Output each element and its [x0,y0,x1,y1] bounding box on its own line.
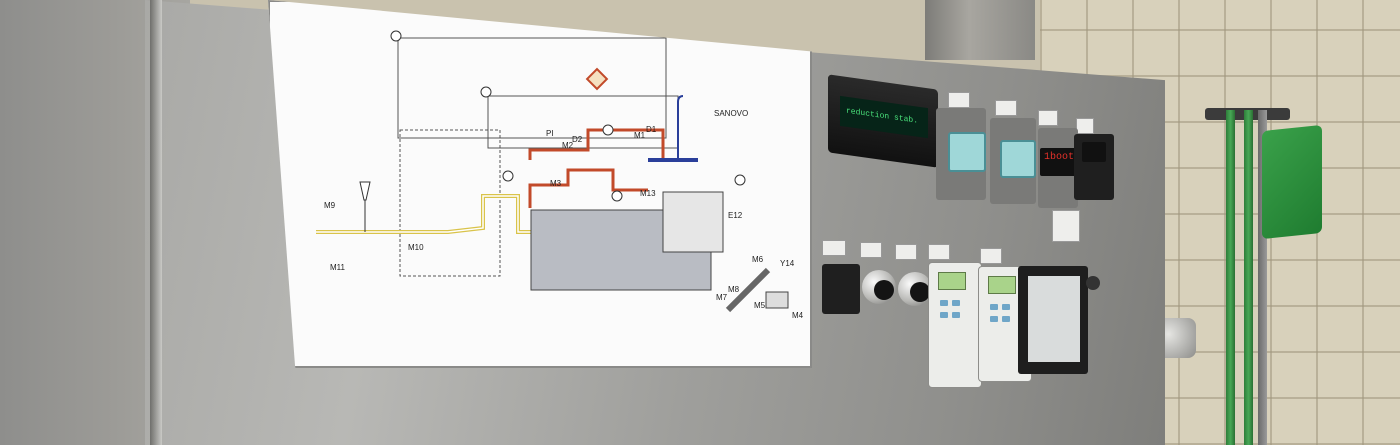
broom-handle [1226,110,1235,445]
controller-key[interactable] [952,312,960,318]
label-plate [928,244,950,260]
broom-handle [1258,110,1267,445]
overhead-pipe [925,0,1035,60]
diagram-label: Y14 [780,259,795,268]
indicator-screen [1000,140,1036,178]
label-plate [1076,118,1094,134]
instrument-symbol [480,86,492,98]
controller-screen [938,272,966,290]
brand-text: SANOVO [714,109,748,118]
broom-handle [1244,110,1253,445]
diagram-label: M11 [330,263,346,272]
diagram-label: D2 [572,135,583,144]
diagram-label: D1 [646,125,657,134]
diagram-frame [397,37,667,139]
diagram-label: M13 [640,189,656,198]
instrument-symbol [611,190,623,202]
diagram-label: M8 [728,285,740,294]
controller-key[interactable] [1002,316,1010,322]
knob-cap [910,282,930,302]
label-plate [860,242,882,258]
controller-key[interactable] [952,300,960,306]
info-plate [1052,210,1080,242]
diagram-label: M2 [562,141,574,150]
diagram-label: PI [546,129,554,138]
label-plate [995,100,1017,116]
controller-key[interactable] [1002,304,1010,310]
instrument-symbol [390,30,402,42]
filter-unit [662,191,724,253]
indicator-screen [948,132,986,172]
label-plate [822,240,846,256]
label-plate [980,248,1002,264]
controller-key[interactable] [940,312,948,318]
heating-line [528,168,648,208]
instrument-symbol [502,170,514,182]
instrument-symbol [602,124,614,136]
conveyor [725,267,771,313]
diagram-frame [487,95,679,149]
diagram-label: M1 [634,131,646,140]
knob-cap [874,280,894,300]
temperature-display: 1boot [1040,148,1078,176]
product-line [316,194,536,234]
controller-readout [1082,142,1106,162]
hopper [765,291,789,309]
feed-funnel [359,181,371,201]
diagram-label: M10 [408,243,424,252]
diagram-label: M4 [792,311,804,320]
diagram-label: E12 [728,211,743,220]
diagram-label: M6 [752,255,764,264]
instrument-symbol [734,174,746,186]
label-plate [948,92,970,108]
diagram-label: M9 [324,201,336,210]
label-plate [895,244,917,260]
diagram-label: M3 [550,179,562,188]
damper-symbol [585,67,609,91]
diagram-drawing: SANOVO M9M10M11M1M2M3M13D1D2PIE12M4M5M6M… [316,30,804,320]
push-button[interactable] [1086,276,1100,290]
diagram-label: M7 [716,293,728,302]
product-line-core [316,195,536,233]
label-plate [1038,110,1058,126]
controller-key[interactable] [990,304,998,310]
coolant-line [677,95,684,160]
cabinet-edge [150,0,162,445]
recorder-window [1028,276,1080,362]
dustpan-brush [1262,124,1322,240]
controller-key[interactable] [990,316,998,322]
dashed-box [399,129,501,277]
diagram-label: M5 [754,301,766,310]
controller-key[interactable] [940,300,948,306]
hour-meter [822,264,860,314]
controller-screen [988,276,1016,294]
